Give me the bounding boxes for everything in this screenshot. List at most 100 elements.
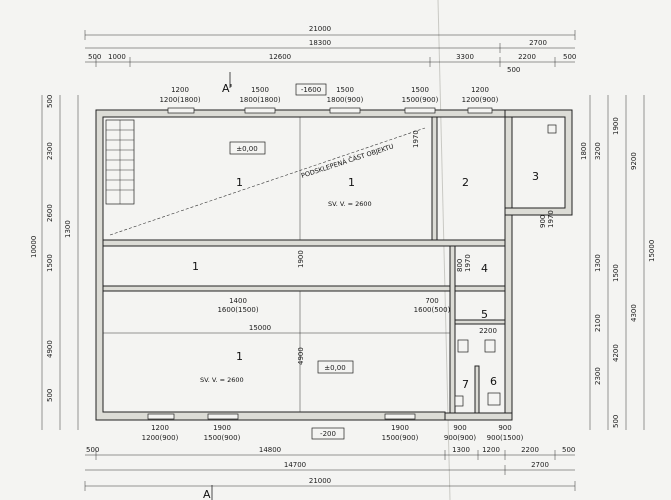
bottom-window-5-size: 900(1500) <box>487 434 524 442</box>
building-walls <box>95 109 573 421</box>
north-level-marker: -1600 <box>301 86 321 94</box>
door-r4a: 800 <box>456 259 464 272</box>
dim-bottom-row1-a: 500 <box>86 446 99 454</box>
section-mark-top: A' <box>222 82 233 95</box>
dim-bottom-row2-a: 14700 <box>284 461 306 469</box>
room-4: 4 <box>481 262 488 275</box>
left-dim-8: 1300 <box>64 220 72 238</box>
left-dim-total: 10000 <box>30 236 38 258</box>
top-window-labels: 1200 1200(1800) 1500 1800(1800) 1500 180… <box>159 86 498 104</box>
right-dim-10: 4300 <box>630 304 638 322</box>
basement-boundary-line <box>109 127 426 236</box>
right-dim-total: 15000 <box>648 240 656 262</box>
left-dim-1: 500 <box>46 95 54 108</box>
left-dim-5: 4900 <box>46 340 54 358</box>
bottom-window-1-width: 1200 <box>151 424 169 432</box>
room-1-corridor: 1 <box>192 260 199 273</box>
right-dim-3: 1900 <box>612 117 620 135</box>
dim-bottom-row1-e: 2200 <box>521 446 539 454</box>
right-dim-7: 2100 <box>594 314 602 332</box>
bottom-window-2-width: 1900 <box>213 424 231 432</box>
sanitary-fixtures <box>454 124 557 407</box>
window-marks <box>147 107 493 420</box>
north-level-box <box>295 83 327 96</box>
left-dim-2: 2300 <box>46 142 54 160</box>
bottom-dimension-chains: 500 14800 1300 1200 2200 500 14700 2700 … <box>84 446 575 491</box>
corridor-1600b: 1600(500) <box>414 306 451 314</box>
level-top-box <box>229 141 266 155</box>
right-dim-8: 4200 <box>612 344 620 362</box>
corridor-2200: 2200 <box>479 327 497 335</box>
top-window-4-width: 1500 <box>411 86 429 94</box>
right-dim-12: 500 <box>612 415 620 428</box>
door-r3: 900 <box>539 215 547 228</box>
room-1-top-left: 1 <box>236 176 243 189</box>
left-dimension-chain: 500 2300 2600 1500 4900 500 10000 1300 <box>30 95 79 430</box>
sv-bottom: SV. V. = 2600 <box>200 376 244 384</box>
dim-bottom-row1-f: 500 <box>562 446 575 454</box>
dim-bottom-row1-c: 1300 <box>452 446 470 454</box>
bottom-window-labels: 1200 1200(900) 1900 1500(900) 1900 1500(… <box>142 424 524 442</box>
top-dimension-chains: 21000 18300 2700 500 1000 12600 3300 220… <box>84 25 576 74</box>
corridor-1900: 1900 <box>297 250 305 268</box>
level-top: ±0,00 <box>236 145 257 153</box>
dim-bottom-row1-d: 1200 <box>482 446 500 454</box>
top-window-2-width: 1500 <box>251 86 269 94</box>
dim-top-row3-e: 2200 <box>518 53 536 61</box>
dim-top-row3-g: 500 <box>507 66 520 74</box>
right-dim-4: 9200 <box>630 152 638 170</box>
level-bottom: ±0,00 <box>324 364 345 372</box>
dim-bottom-row1-b: 14800 <box>259 446 281 454</box>
top-window-2-size: 1800(1800) <box>239 96 280 104</box>
bottom-window-1-size: 1200(900) <box>142 434 179 442</box>
basement-note: PODSKLEPENÁ ČÁST OBJEKTU <box>300 141 395 180</box>
stair <box>105 119 135 205</box>
sv-top: SV. V. = 2600 <box>328 200 372 208</box>
dim-top-row2-left: 18300 <box>309 39 331 47</box>
south-level-marker: -200 <box>320 430 336 438</box>
bottom-window-4-size: 900(900) <box>444 434 476 442</box>
bottom-window-5-width: 900 <box>498 424 511 432</box>
corridor-4900: 4900 <box>297 347 305 365</box>
top-window-4-size: 1500(900) <box>402 96 439 104</box>
right-dim-6: 1300 <box>594 254 602 272</box>
level-bottom-box <box>317 360 354 374</box>
door-r3b: 1970 <box>547 210 555 228</box>
dim-top-row3-f: 500 <box>563 53 576 61</box>
bottom-window-3-width: 1900 <box>391 424 409 432</box>
dim-bottom-row3: 21000 <box>309 477 331 485</box>
dim-bottom-row2-b: 2700 <box>531 461 549 469</box>
top-window-3-size: 1800(900) <box>327 96 364 104</box>
dim-top-row2-right: 2700 <box>529 39 547 47</box>
dim-top-row3-c: 12600 <box>269 53 291 61</box>
right-dim-1: 1800 <box>580 142 588 160</box>
door-b: 1970 <box>412 130 420 148</box>
corridor-1400: 1400 <box>229 297 247 305</box>
top-window-3-width: 1500 <box>336 86 354 94</box>
top-window-5-width: 1200 <box>471 86 489 94</box>
corridor-length: 15000 <box>249 324 271 332</box>
door-r4b: 1970 <box>464 254 472 272</box>
room-5: 5 <box>481 308 488 321</box>
room-labels: ±0,00 1 1 SV. V. = 2600 2 3 1 4 5 1 SV. … <box>192 141 539 391</box>
right-dim-9: 2300 <box>594 367 602 385</box>
right-dimension-chain: 1800 3200 1900 9200 1500 1300 2100 4200 … <box>580 95 656 430</box>
top-window-1-size: 1200(1800) <box>159 96 200 104</box>
corridor-700: 700 <box>425 297 438 305</box>
top-window-1-width: 1200 <box>171 86 189 94</box>
south-level-box <box>311 427 345 440</box>
left-dim-3: 2600 <box>46 204 54 222</box>
top-window-5-size: 1200(900) <box>462 96 499 104</box>
bottom-window-2-size: 1500(900) <box>204 434 241 442</box>
right-dim-2: 3200 <box>594 142 602 160</box>
interior-dimension-notes: 15000 1400 1600(1500) 700 1600(500) 2200… <box>103 130 555 365</box>
bottom-window-3-size: 1500(900) <box>382 434 419 442</box>
room-3: 3 <box>532 170 539 183</box>
left-dim-4: 1500 <box>46 254 54 272</box>
room-6: 6 <box>490 375 497 388</box>
room-1-bottom: 1 <box>236 350 243 363</box>
left-dim-6: 500 <box>46 389 54 402</box>
room-2: 2 <box>462 176 469 189</box>
dim-top-row3-d: 3300 <box>456 53 474 61</box>
